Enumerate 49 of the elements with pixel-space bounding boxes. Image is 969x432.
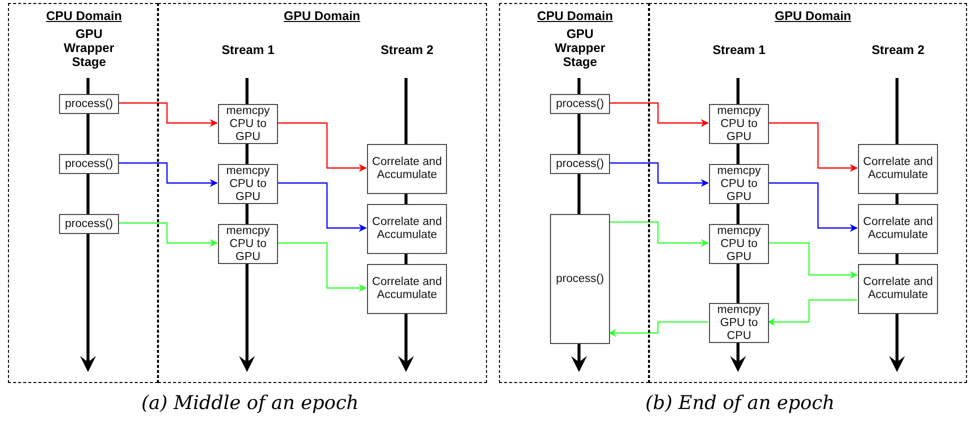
domain-region: [158, 3, 487, 383]
arrow: [608, 321, 708, 337]
arrow: [767, 299, 857, 326]
transfer-box: memcpy CPU to GPU: [218, 164, 278, 204]
subfigure-caption: (b) End of an epoch: [645, 392, 835, 414]
kernel-box: Correlate and Accumulate: [858, 264, 938, 314]
arrow: [277, 242, 367, 292]
arrow: [118, 222, 218, 247]
kernel-box: Correlate and Accumulate: [367, 204, 447, 254]
process-box: process(): [59, 154, 119, 174]
transfer-box: memcpy CPU to GPU: [218, 104, 278, 144]
domain-heading: CPU Domain: [46, 9, 122, 23]
domain-region: [499, 3, 649, 383]
lane-heading: Stream 1: [220, 43, 276, 57]
arrow: [118, 102, 218, 127]
process-box: process(): [59, 214, 119, 234]
kernel-box: Correlate and Accumulate: [367, 144, 447, 194]
process-box: process(): [59, 94, 119, 114]
arrow: [768, 242, 858, 279]
lane-heading: GPU Wrapper Stage: [62, 27, 116, 69]
lane-heading: GPU Wrapper Stage: [554, 27, 606, 69]
arrow: [118, 162, 218, 187]
arrow: [609, 221, 709, 247]
kernel-box: Correlate and Accumulate: [858, 204, 938, 254]
process-box: process(): [550, 94, 610, 114]
arrow: [768, 182, 858, 232]
domain-region: [649, 3, 967, 383]
process-box: process(): [550, 214, 610, 344]
domain-region: [8, 3, 158, 383]
transfer-box: memcpy GPU to CPU: [709, 303, 769, 343]
transfer-box: memcpy CPU to GPU: [218, 224, 278, 264]
arrow: [768, 122, 858, 172]
arrow: [277, 182, 367, 232]
lane-heading: Stream 1: [712, 43, 766, 57]
domain-heading: GPU Domain: [774, 9, 852, 23]
lane-heading: Stream 2: [380, 43, 434, 57]
transfer-box: memcpy CPU to GPU: [709, 224, 769, 264]
kernel-box: Correlate and Accumulate: [367, 264, 447, 314]
process-box: process(): [550, 154, 610, 174]
arrow: [609, 102, 709, 127]
domain-heading: CPU Domain: [537, 9, 613, 23]
transfer-box: memcpy CPU to GPU: [709, 164, 769, 204]
arrow: [609, 162, 709, 187]
kernel-box: Correlate and Accumulate: [858, 144, 938, 194]
transfer-box: memcpy CPU to GPU: [709, 104, 769, 144]
arrow: [277, 122, 367, 172]
lane-heading: Stream 2: [870, 43, 926, 57]
subfigure-caption: (a) Middle of an epoch: [141, 392, 359, 414]
domain-heading: GPU Domain: [284, 9, 360, 23]
